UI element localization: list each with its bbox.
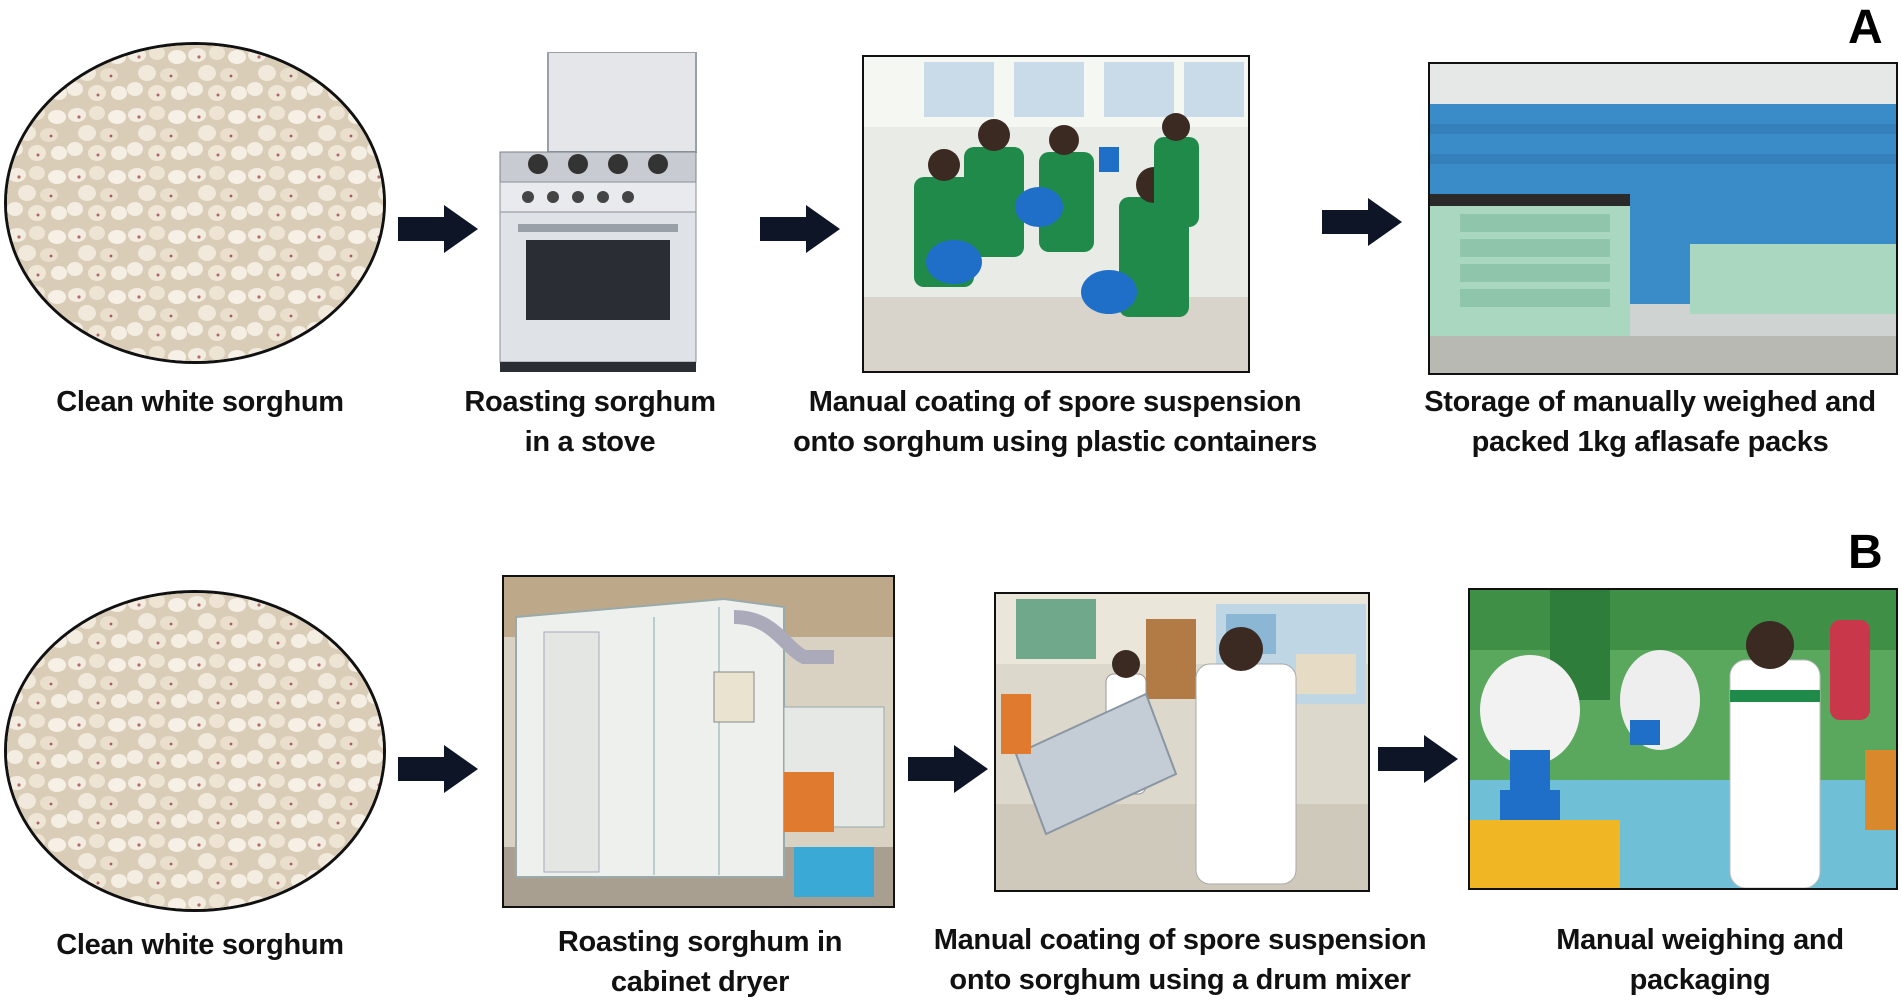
caption-line: Roasting sorghum in <box>557 926 843 958</box>
weighing-packaging-photo <box>1468 588 1898 890</box>
step-caption: Roasting sorghum in a stove <box>440 382 740 462</box>
caption-line: in a stove <box>524 426 656 458</box>
panel-letter-b: B <box>1848 526 1883 579</box>
step-caption: Clean white sorghum <box>20 382 380 422</box>
caption-line: onto sorghum using plastic containers <box>793 426 1317 458</box>
caption-line: cabinet dryer <box>610 966 790 998</box>
step-caption: Manual coating of spore suspension onto … <box>900 920 1460 1000</box>
step-caption: Manual weighing and packaging <box>1500 920 1900 1000</box>
drum-mixer-photo <box>994 592 1370 892</box>
caption-line: onto sorghum using a drum mixer <box>949 964 1411 996</box>
flow-arrow <box>1322 198 1402 246</box>
step-caption: Clean white sorghum <box>20 925 380 965</box>
step-caption: Manual coating of spore suspension onto … <box>790 382 1320 462</box>
caption-line: packaging <box>1629 964 1771 996</box>
sorghum-image <box>4 42 386 364</box>
cabinet-dryer-photo <box>502 575 895 908</box>
flow-arrow <box>1378 735 1458 783</box>
packed-storage-photo <box>1428 62 1898 375</box>
caption-line: Storage of manually weighed and <box>1424 386 1876 418</box>
stove-image <box>498 52 698 372</box>
caption-line: Clean white sorghum <box>56 929 344 961</box>
sorghum-image <box>4 590 386 912</box>
flow-arrow <box>908 745 988 793</box>
caption-line: Manual coating of spore suspension <box>933 924 1427 956</box>
panel-letter-a: A <box>1848 1 1883 54</box>
caption-line: Roasting sorghum <box>464 386 716 418</box>
flow-arrow <box>398 745 478 793</box>
plastic-container-coating-photo <box>862 55 1250 373</box>
caption-line: packed 1kg aflasafe packs <box>1471 426 1829 458</box>
caption-line: Manual coating of spore suspension <box>808 386 1302 418</box>
caption-line: Manual weighing and <box>1556 924 1844 956</box>
flow-arrow <box>760 205 840 253</box>
caption-line: Clean white sorghum <box>56 386 344 418</box>
step-caption: Roasting sorghum in cabinet dryer <box>520 922 880 1002</box>
flow-arrow <box>398 205 478 253</box>
step-caption: Storage of manually weighed and packed 1… <box>1400 382 1900 462</box>
